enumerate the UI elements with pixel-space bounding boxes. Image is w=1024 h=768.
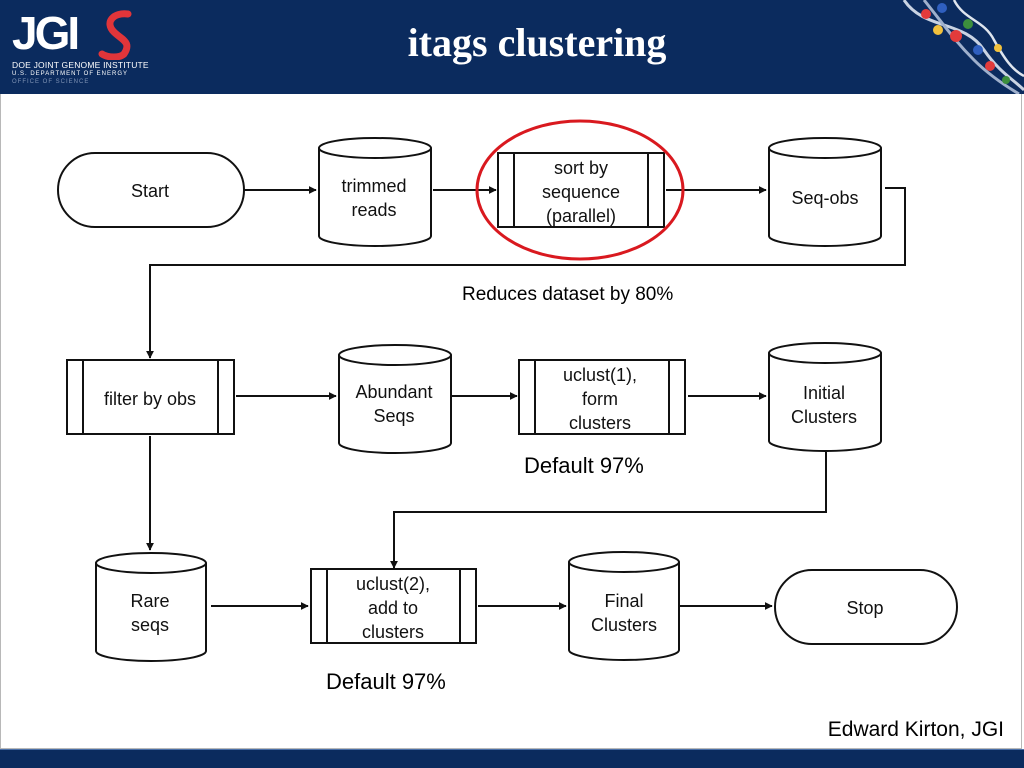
note-default-uclust2: Default 97%	[326, 669, 446, 694]
connectors	[146, 186, 906, 610]
logo-office: OFFICE OF SCIENCE	[12, 79, 90, 85]
node-trimmed-reads: trimmed reads	[318, 137, 432, 247]
logo-swoosh-icon	[98, 10, 132, 60]
node-start: Start	[57, 152, 245, 228]
arrow-initial-to-uclust2	[390, 452, 827, 569]
node-initial-line1: Initial	[803, 383, 845, 403]
node-stop: Stop	[774, 569, 958, 645]
flowchart: Start trimmed reads sort by sequence (paral…	[57, 119, 958, 662]
node-final-line2: Clusters	[591, 615, 657, 635]
logo-wordmark: JGI	[12, 7, 80, 59]
node-rare-line1: Rare	[130, 591, 169, 611]
node-sort-line1: sort by	[554, 158, 608, 178]
node-uclust2: uclust(2), add to clusters	[310, 568, 477, 644]
node-trimmed-line2: reads	[351, 200, 396, 220]
node-uclust1-line2: form	[582, 389, 618, 409]
dna-helix-icon	[902, 0, 1024, 94]
node-start-label: Start	[131, 181, 169, 201]
node-sort-line2: sequence	[542, 182, 620, 202]
node-initial-line2: Clusters	[791, 407, 857, 427]
node-abundant-line1: Abundant	[355, 382, 432, 402]
node-rare-line2: seqs	[131, 615, 169, 635]
highlight-circle	[475, 119, 685, 261]
node-uclust2-line1: uclust(2),	[356, 574, 430, 594]
node-uclust2-line2: add to	[368, 598, 418, 618]
note-default-uclust1: Default 97%	[524, 453, 644, 478]
logo-dept: U.S. DEPARTMENT OF ENERGY	[12, 71, 129, 77]
node-final-line1: Final	[604, 591, 643, 611]
node-uclust2-line3: clusters	[362, 622, 424, 642]
slide-title: itags clustering	[407, 20, 667, 65]
node-sort-by-sequence: sort by sequence (parallel)	[497, 152, 665, 228]
node-seq-obs: Seq-obs	[768, 137, 882, 247]
footer-bar	[0, 750, 1024, 768]
node-trimmed-line1: trimmed	[341, 176, 406, 196]
node-filter-by-obs: filter by obs	[66, 359, 235, 435]
node-sort-line3: (parallel)	[546, 206, 616, 226]
note-reduces-dataset: Reduces dataset by 80%	[462, 284, 674, 305]
node-abundant-line2: Seqs	[373, 406, 414, 426]
node-uclust1-line1: uclust(1),	[563, 365, 637, 385]
node-uclust1-line3: clusters	[569, 413, 631, 433]
node-uclust1: uclust(1), form clusters	[518, 359, 686, 435]
header-bar: JGI DOE JOINT GENOME INSTITUTE U.S. DEPA…	[0, 0, 1024, 94]
content-frame	[0, 94, 1022, 749]
node-seqobs-label: Seq-obs	[791, 188, 858, 208]
logo-org-name: DOE JOINT GENOME INSTITUTE	[12, 60, 149, 70]
author-credit: Edward Kirton, JGI	[827, 718, 1004, 741]
node-filter-label: filter by obs	[104, 389, 196, 409]
node-rare-seqs: Rare seqs	[95, 552, 207, 662]
arrow-seqobs-to-filter	[146, 187, 906, 359]
node-stop-label: Stop	[846, 598, 883, 618]
